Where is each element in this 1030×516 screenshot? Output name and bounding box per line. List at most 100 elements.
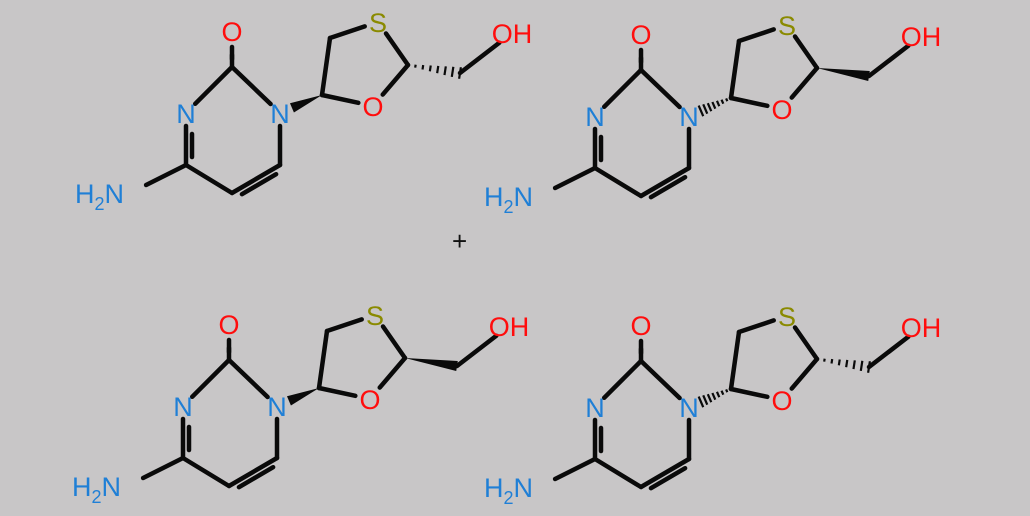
n3-label: N [173, 392, 193, 422]
n1-hash-bond-dash [711, 392, 717, 401]
n1-hash-bond-dash [711, 101, 717, 110]
ch2-oh-bond [454, 333, 499, 369]
n3-label: N [585, 393, 605, 423]
c2p-hash-bond-dash [867, 361, 871, 373]
c2p-hash-bond-dash [450, 66, 455, 78]
n1-label: N [679, 393, 699, 423]
hydroxyl-label: OH [901, 22, 942, 52]
n1-hash-bond-dash [715, 391, 721, 398]
c2p-hash-bond-dash [837, 359, 841, 366]
hydroxyl-label: OH [489, 312, 530, 342]
n1-hash-bond-dash [720, 390, 725, 396]
c2p-s-bond [792, 325, 820, 362]
c5p-c1p-bond [728, 329, 742, 392]
c2p-wedge-bond [817, 68, 870, 81]
carbonyl-oxygen-label: O [630, 20, 651, 50]
c2p-hash-bond-dash [845, 359, 849, 368]
c2p-hash-bond-dash [421, 64, 425, 70]
ring-oxygen-label: O [771, 95, 792, 125]
s-c5p-bond [324, 317, 364, 334]
c2p-s-bond [383, 31, 411, 68]
n3-label: N [585, 102, 605, 132]
o3p-c2p-bond [789, 356, 820, 391]
c2p-hash-bond-dash [443, 66, 447, 76]
n1-hash-bond-dash [725, 98, 729, 102]
carbonyl-oxygen-label: O [630, 311, 651, 341]
n3-c2-bond [189, 357, 232, 400]
c2-n1-bond [638, 358, 682, 401]
c4-c5-bond [183, 162, 235, 196]
c4-c5-bond [592, 456, 644, 490]
c5-c6-bond [638, 165, 692, 199]
c4-c5-bond [180, 455, 232, 489]
s-c5p-bond [736, 27, 776, 44]
s-c5p-bond [327, 24, 367, 41]
hydroxyl-label: OH [492, 19, 533, 49]
c2-n1-bond [229, 64, 273, 107]
ring-oxygen-label: O [771, 386, 792, 416]
c2p-hash-bond-dash [859, 360, 864, 372]
ch2-oh-bond [866, 334, 911, 370]
o3p-c2p-bond [377, 355, 408, 390]
n1-label: N [270, 99, 290, 129]
amine-label: H2N [484, 182, 533, 217]
n1-hash-bond-dash [697, 396, 705, 408]
o3p-c2p-bond [380, 62, 411, 97]
carbonyl-oxygen-label: O [221, 17, 242, 47]
c5-c6-bond-second [648, 174, 688, 200]
c2p-hash-bond-dash [428, 65, 432, 72]
n1-hash-bond-dash [715, 100, 721, 107]
ch2-oh-bond [866, 43, 911, 79]
c4-amine-bond [552, 165, 598, 191]
plus-sign: + [452, 226, 467, 256]
c5-c6-bond-second [239, 171, 279, 197]
c5p-c1p-bond [316, 328, 330, 391]
c1p-o3p-bond [728, 386, 770, 400]
c1p-o3p-bond [728, 95, 770, 109]
amine-label: H2N [75, 179, 124, 214]
n1-hash-bond-dash [702, 394, 709, 406]
n1-hash-bond-dash [702, 103, 709, 115]
c5-c6-bond [638, 456, 692, 490]
c5-c6-bond [229, 162, 283, 196]
c4-amine-bond [140, 455, 186, 481]
carbonyl-oxygen-label: O [218, 310, 239, 340]
n1-wedge-bond [286, 388, 319, 406]
o3p-c2p-bond [789, 65, 820, 100]
c5p-c1p-bond [728, 38, 742, 101]
n3-c2-bond [601, 67, 644, 110]
c1p-o3p-bond [316, 385, 358, 399]
c2p-s-bond [792, 34, 820, 71]
c4-c5-bond [592, 165, 644, 199]
c1p-o3p-bond [319, 92, 361, 106]
hydroxyl-label: OH [901, 313, 942, 343]
n3-c2-bond [601, 358, 644, 401]
c2p-hash-bond-dash [436, 65, 440, 74]
n1-label: N [679, 102, 699, 132]
c5-c6-bond [226, 455, 280, 489]
c4-amine-bond [552, 456, 598, 482]
n1-hash-bond-dash [706, 102, 713, 112]
ring-sulfur-label: S [778, 302, 796, 332]
n3-c2-bond [192, 64, 235, 107]
ch2-oh-bond [457, 40, 502, 76]
c2p-wedge-bond [405, 358, 458, 371]
c5-c6-bond-second [648, 465, 688, 491]
n1-hash-bond-dash [706, 393, 713, 403]
c2p-hash-bond-dash [830, 358, 834, 364]
ring-sulfur-label: S [369, 8, 387, 38]
ring-sulfur-label: S [366, 301, 384, 331]
ring-oxygen-label: O [362, 92, 383, 122]
c4-amine-bond [143, 162, 189, 188]
n3-label: N [176, 99, 196, 129]
n1-wedge-bond [289, 95, 322, 113]
c2p-hash-bond-dash [458, 67, 462, 79]
c2-n1-bond [226, 357, 270, 400]
c5-c6-bond-second [236, 464, 276, 490]
c5p-c1p-bond [319, 35, 333, 98]
